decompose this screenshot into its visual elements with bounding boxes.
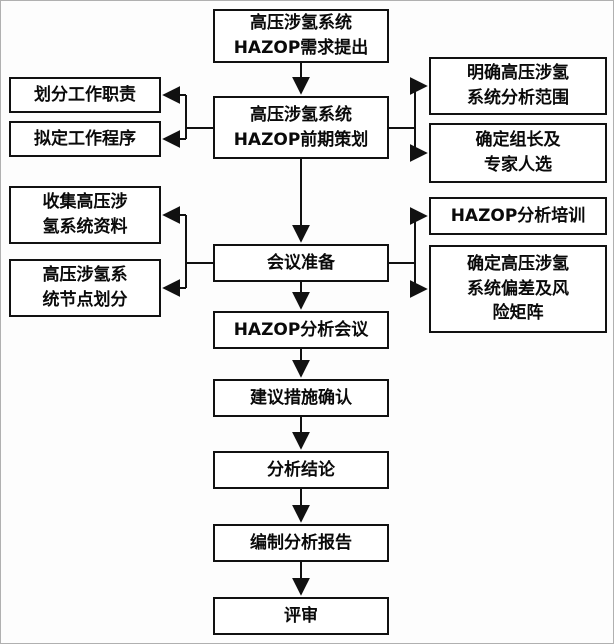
branch-preplanning-left xyxy=(185,95,213,139)
branch-preplanning-right xyxy=(389,86,416,153)
node-meeting-preparation: 会议准备 xyxy=(213,244,389,282)
node-leader-experts: 确定组长及 专家人选 xyxy=(429,123,607,183)
node-deviation-risk-matrix: 确定高压涉氢 系统偏差及风 险矩阵 xyxy=(429,245,607,333)
node-hazop-training: HAZOP分析培训 xyxy=(429,197,607,235)
node-work-procedure: 拟定工作程序 xyxy=(9,121,161,157)
node-divide-responsibilities: 划分工作职责 xyxy=(9,77,161,113)
node-node-division: 高压涉氢系 统节点划分 xyxy=(9,259,161,317)
branch-meeting-left xyxy=(185,215,213,288)
node-review: 评审 xyxy=(213,597,389,635)
node-analysis-report: 编制分析报告 xyxy=(213,524,389,562)
node-hazop-preplanning: 高压涉氢系统 HAZOP前期策划 xyxy=(213,96,389,159)
node-analysis-scope: 明确高压涉氢 系统分析范围 xyxy=(429,57,607,115)
node-analysis-conclusion: 分析结论 xyxy=(213,451,389,489)
node-collect-data: 收集高压涉 氢系统资料 xyxy=(9,186,161,244)
node-hazop-need: 高压涉氢系统 HAZOP需求提出 xyxy=(213,9,389,63)
branch-meeting-right xyxy=(389,216,416,289)
node-measures-confirmation: 建议措施确认 xyxy=(213,379,389,417)
node-hazop-meeting: HAZOP分析会议 xyxy=(213,311,389,349)
